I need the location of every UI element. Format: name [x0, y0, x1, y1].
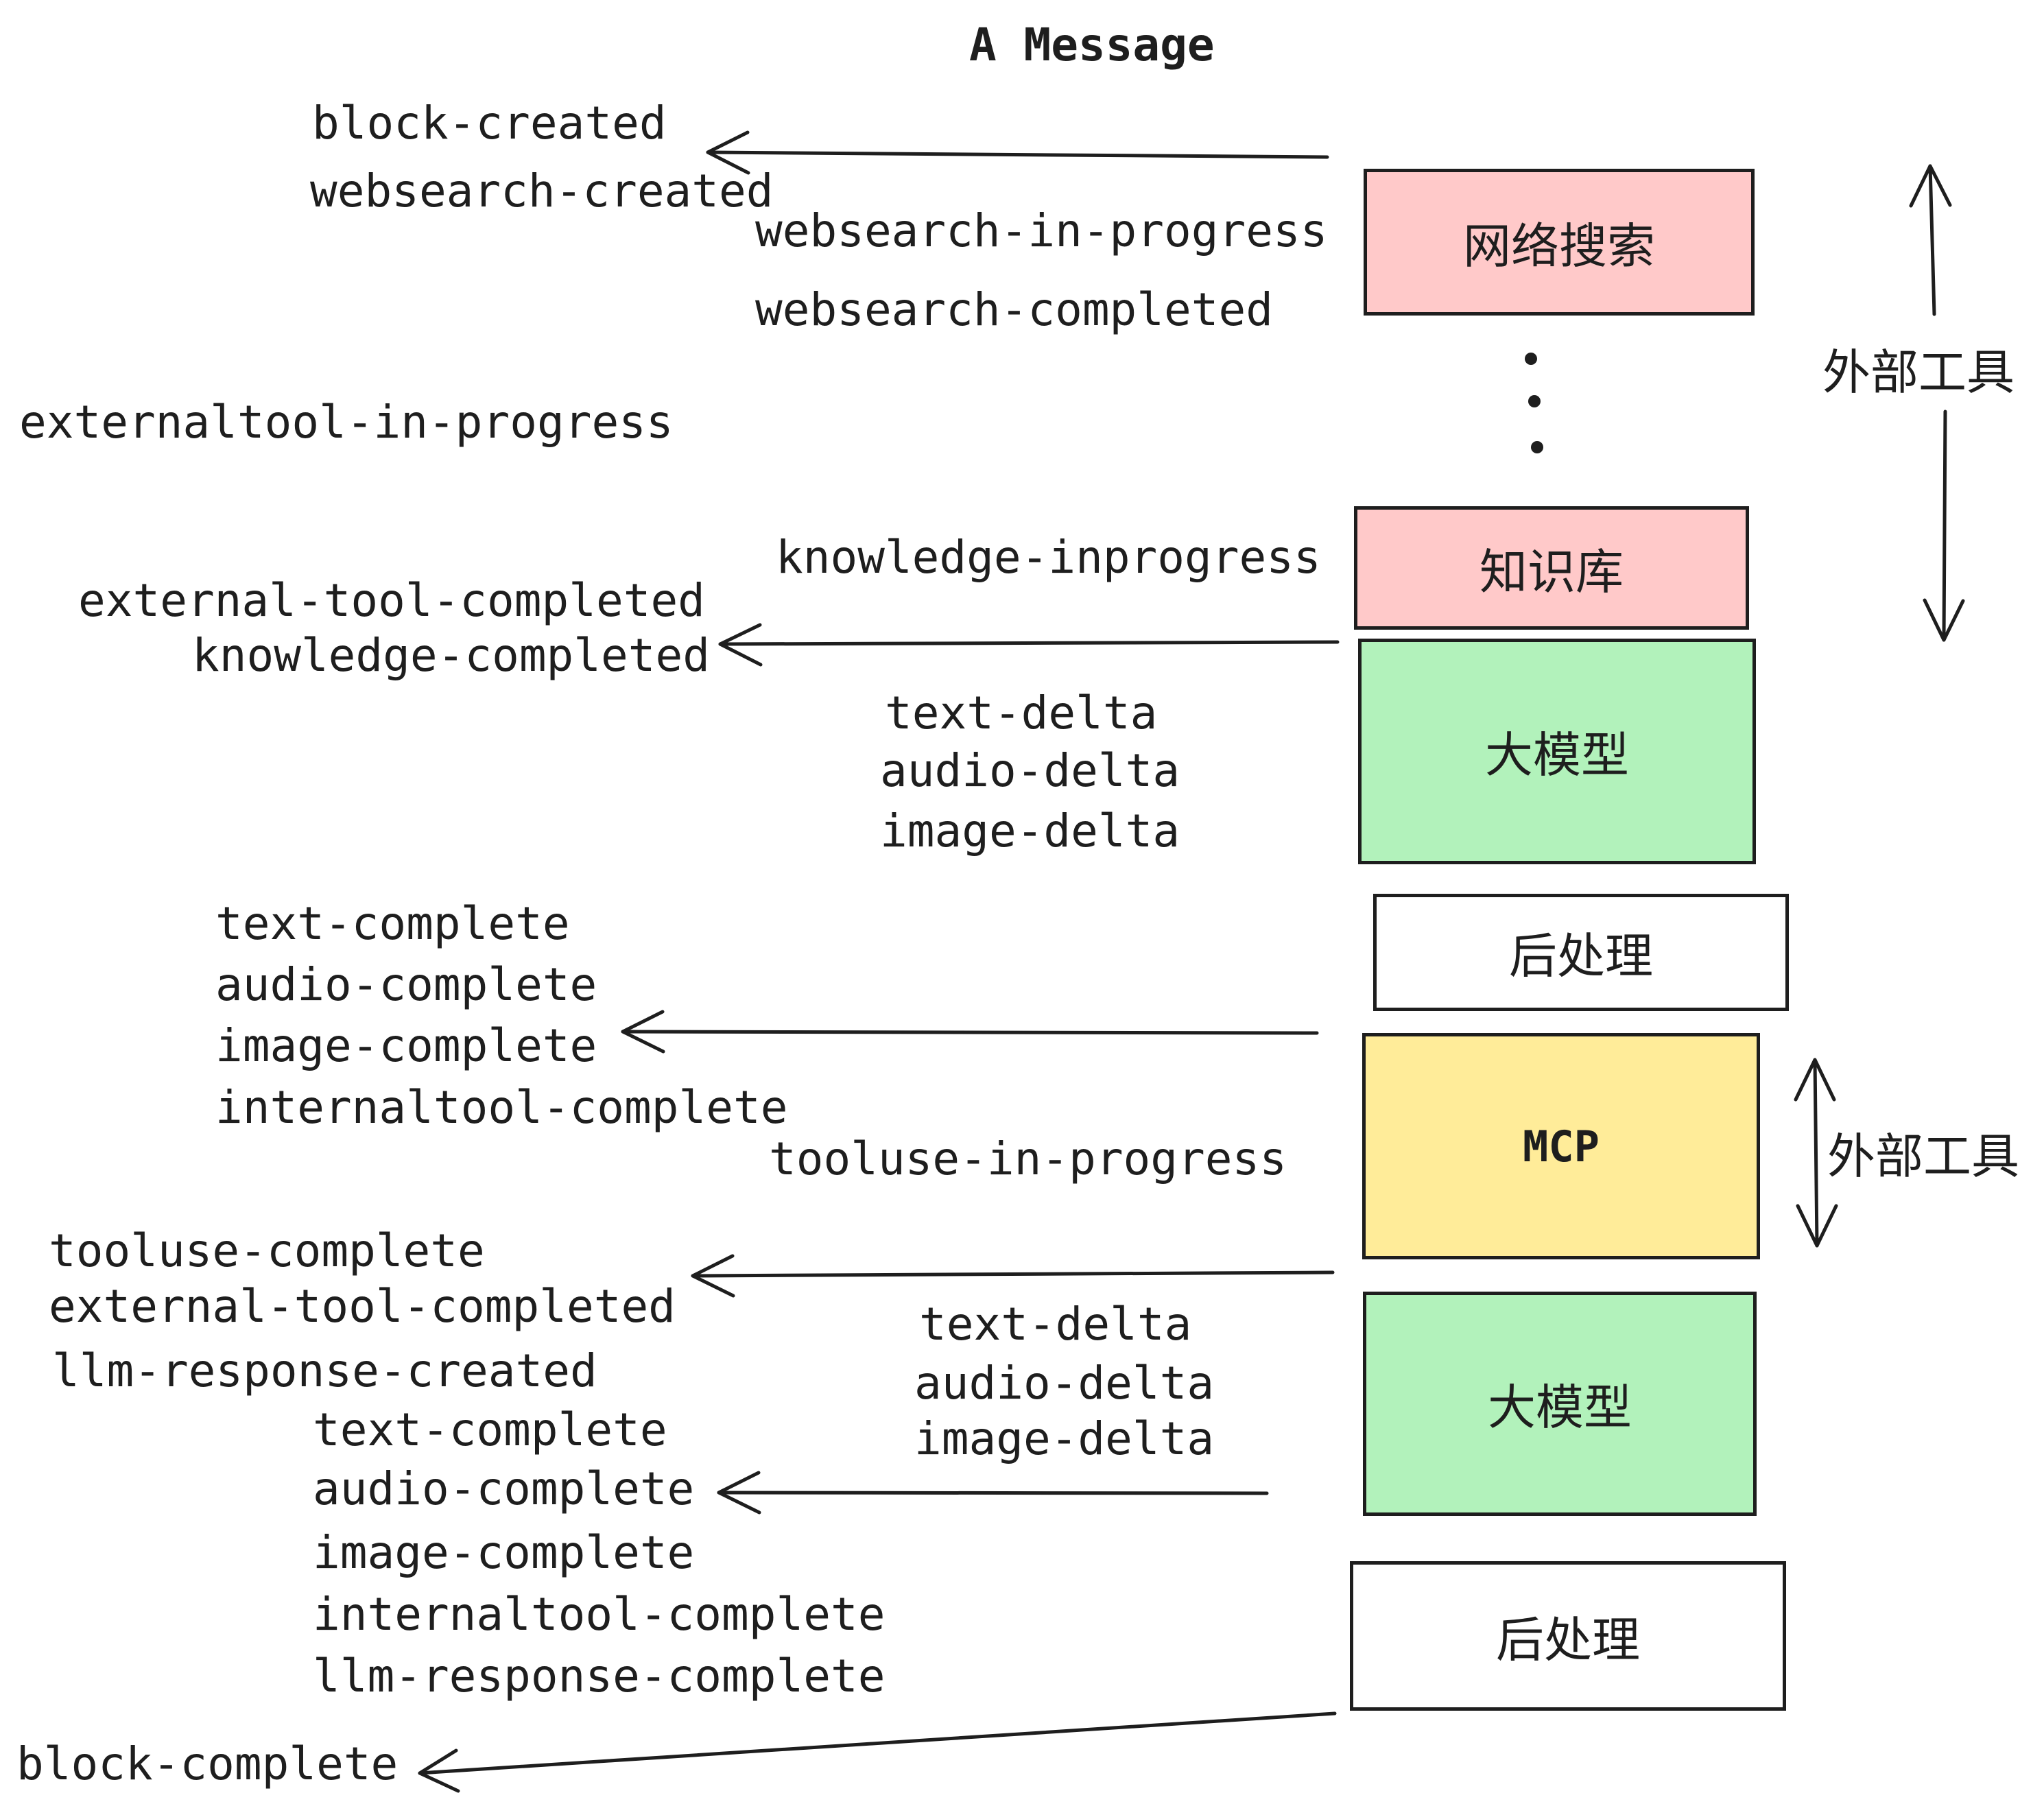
event-label-audio-complete-2: audio-complete [313, 1462, 695, 1515]
box-post-1: 后处理 [1373, 894, 1789, 1011]
box-llm-1: 大模型 [1358, 639, 1756, 864]
event-label-image-complete-2: image-complete [313, 1526, 695, 1579]
arrow-knowledge-completed [718, 623, 1340, 667]
event-label-image-delta-1: image-delta [880, 805, 1180, 857]
arrow-block-created [706, 130, 1329, 175]
event-label-llm-response-created: llm-response-created [52, 1344, 597, 1397]
event-label-tooluse-complete: tooluse-complete [49, 1224, 485, 1277]
event-label-internaltool-complete-1: internaltool-complete [215, 1081, 788, 1134]
event-label-knowledge-inprogress: knowledge-inprogress [776, 531, 1321, 584]
event-label-external-tool-completed-1: external-tool-completed [78, 574, 705, 627]
event-label-audio-delta-2: audio-delta [914, 1357, 1215, 1410]
box-llm-2-label: 大模型 [1488, 1379, 1632, 1436]
arrow-complete-set-2 [717, 1471, 1269, 1515]
event-label-text-delta-1: text-delta [885, 687, 1158, 739]
event-label-block-complete: block-complete [16, 1737, 399, 1790]
box-llm-2: 大模型 [1363, 1292, 1757, 1516]
event-label-audio-complete-1: audio-complete [215, 958, 597, 1011]
arrow-block-complete [418, 1711, 1337, 1793]
box-websearch-label: 网络搜索 [1463, 217, 1655, 274]
arrow-complete-set-1 [621, 1010, 1319, 1054]
side-label-external-tools-top: 外部工具 [1822, 334, 2015, 403]
event-label-audio-delta-1: audio-delta [880, 744, 1180, 797]
event-label-externaltool-in-progress: externaltool-in-progress [19, 396, 674, 449]
box-websearch: 网络搜索 [1364, 169, 1755, 316]
side-label-external-tools-mcp: 外部工具 [1827, 1118, 2019, 1187]
box-llm-1-label: 大模型 [1485, 727, 1629, 783]
page-title: A Message [969, 19, 1215, 71]
arrow-tooluse-complete [691, 1254, 1335, 1298]
event-label-text-complete-1: text-complete [215, 897, 570, 950]
event-label-image-delta-2: image-delta [914, 1412, 1215, 1465]
box-post-2: 后处理 [1350, 1561, 1786, 1711]
event-label-llm-response-complete: llm-response-complete [313, 1650, 886, 1702]
event-label-websearch-completed: websearch-completed [755, 283, 1273, 336]
ellipsis-dots [1525, 353, 1543, 453]
event-label-external-tool-completed-2: external-tool-completed [49, 1280, 676, 1333]
event-label-internaltool-complete-2: internaltool-complete [313, 1588, 886, 1641]
event-label-websearch-created: websearch-created [310, 165, 774, 217]
box-knowledge: 知识库 [1354, 506, 1749, 630]
box-post-2-label: 后处理 [1496, 1611, 1640, 1668]
box-mcp: MCP [1362, 1033, 1760, 1259]
box-post-1-label: 后处理 [1509, 928, 1653, 984]
event-label-knowledge-completed: knowledge-completed [192, 629, 710, 682]
box-knowledge-label: 知识库 [1479, 543, 1624, 600]
event-label-websearch-in-progress: websearch-in-progress [755, 204, 1328, 257]
event-label-text-complete-2: text-complete [313, 1403, 667, 1456]
box-mcp-label: MCP [1523, 1121, 1600, 1172]
event-label-block-created: block-created [312, 97, 667, 150]
event-label-image-complete-1: image-complete [215, 1019, 597, 1072]
event-label-tooluse-in-progress: tooluse-in-progress [769, 1132, 1287, 1185]
event-label-text-delta-2: text-delta [919, 1298, 1192, 1351]
